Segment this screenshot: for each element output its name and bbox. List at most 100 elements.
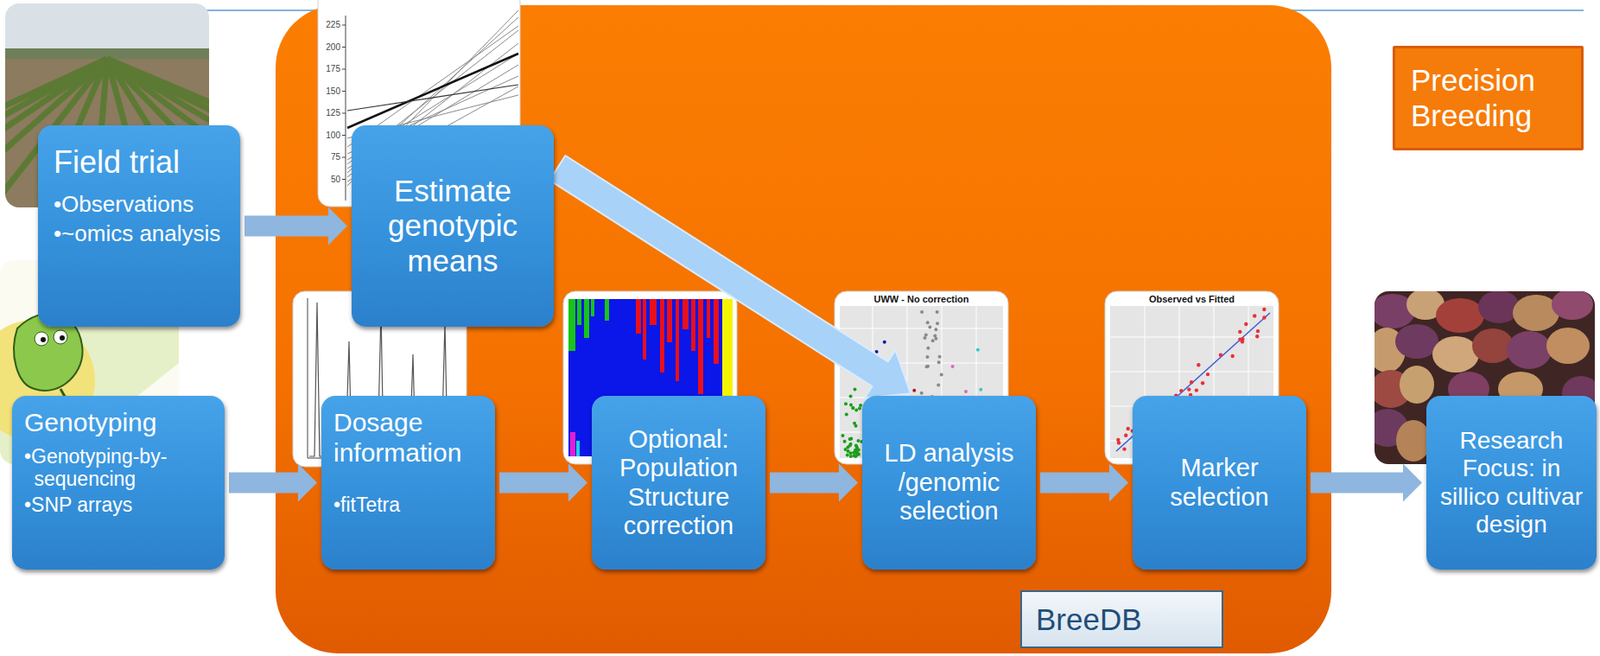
plot-title: UWW - No correction <box>834 292 1009 305</box>
cartoon <box>59 335 65 341</box>
scatter-point <box>849 437 853 441</box>
box-label: Estimate genotypic means <box>361 173 544 279</box>
scatter-point <box>1244 322 1248 326</box>
manhattan-plot <box>839 328 1004 330</box>
axis-tick-label: 225 <box>316 19 341 32</box>
scatter-point <box>844 401 848 406</box>
scatter-point <box>924 333 928 337</box>
growth-chart <box>342 46 346 48</box>
process-box: Optional: Population Structure correctio… <box>591 395 766 570</box>
structure-plot <box>649 298 657 325</box>
scatter-point <box>1123 433 1128 438</box>
scatter-point <box>936 382 940 387</box>
structure-plot <box>642 298 647 360</box>
scatter-point <box>1262 307 1266 312</box>
scatter-point <box>849 403 853 407</box>
scatter-point <box>1240 336 1245 341</box>
growth-chart <box>342 90 346 92</box>
structure-plot <box>584 298 590 338</box>
potato-photo <box>1435 298 1485 333</box>
scatter-point <box>933 334 937 338</box>
scatter-point <box>935 310 940 314</box>
scatter-point <box>920 391 924 395</box>
structure-plot <box>590 298 595 317</box>
growth-chart <box>342 178 346 180</box>
scatter-point <box>1122 446 1126 451</box>
output-box: Research Focus: in sillico cultivar desi… <box>1426 395 1597 570</box>
platform-label: BreeDB <box>1020 590 1224 648</box>
scatter-point <box>853 387 858 392</box>
box-label: LD analysis /genomic selection <box>872 438 1026 526</box>
scatter-point <box>925 364 929 369</box>
scatter-point <box>845 453 850 458</box>
scatter-point <box>935 321 940 325</box>
growth-chart <box>342 25 346 26</box>
cartoon <box>53 330 68 344</box>
growth-chart <box>347 84 519 111</box>
bullet-text: •Observations <box>53 191 229 218</box>
scatter-point <box>920 310 924 314</box>
growth-chart <box>342 157 346 159</box>
structure-plot <box>713 298 719 364</box>
structure-plot <box>570 431 576 457</box>
scatter-point <box>843 439 847 444</box>
structure-plot <box>691 298 696 351</box>
scatter-point <box>1238 330 1242 334</box>
scatter-point <box>951 364 955 369</box>
axis-tick-label: 175 <box>316 63 341 76</box>
scatter-point <box>912 388 916 393</box>
potato-photo <box>1396 419 1431 462</box>
potato-photo <box>1478 291 1520 324</box>
scatter-point <box>854 408 858 413</box>
dosage-histogram <box>307 298 309 458</box>
scatter-point <box>854 453 858 458</box>
scatter-point <box>926 355 930 359</box>
box-label: Research Focus: in sillico cultivar desi… <box>1436 426 1587 539</box>
scatter-point <box>1256 329 1260 333</box>
scatter-point <box>926 346 930 350</box>
input-box: Genotyping•Genotyping-by-sequencing•SNP … <box>12 395 225 570</box>
scatter-point <box>933 327 938 331</box>
scatter-point <box>1187 387 1191 391</box>
scatter-point <box>849 450 853 455</box>
growth-chart <box>347 53 519 128</box>
scatter-point <box>964 389 968 394</box>
scatter-point <box>1194 387 1199 392</box>
structure-plot <box>698 298 704 394</box>
box-label: Genotyping <box>24 407 215 439</box>
box-label: Precision Breeding <box>1410 63 1571 134</box>
scatter-point <box>1219 353 1223 357</box>
scatter-point <box>841 433 845 438</box>
input-box: Field trial•Observations•~omics analysis <box>38 125 241 327</box>
potato-photo <box>1551 291 1594 320</box>
scatter-point <box>1117 440 1121 445</box>
scatter-point <box>848 444 852 448</box>
scatter-point <box>938 355 942 359</box>
field-photo <box>5 48 210 61</box>
scatter-point <box>857 406 862 410</box>
scatter-point <box>1231 354 1235 358</box>
structure-plot <box>576 440 580 457</box>
potato-photo <box>1546 327 1590 364</box>
structure-plot <box>577 298 582 325</box>
heading-box: Precision Breeding <box>1392 45 1584 151</box>
scatter-point <box>926 320 930 324</box>
bullet-text: •Genotyping-by-sequencing <box>24 444 215 491</box>
scatter-point <box>850 406 855 410</box>
cartoon <box>40 336 46 343</box>
structure-plot <box>682 298 689 330</box>
axis-tick-label: 125 <box>316 107 341 120</box>
scatter-point <box>1126 426 1131 431</box>
scatter-point <box>849 454 853 458</box>
box-label: Optional: Population Structure correctio… <box>602 425 756 540</box>
potato-photo <box>1399 365 1435 404</box>
structure-plot <box>675 298 680 381</box>
box-label: Marker selection <box>1142 453 1296 512</box>
observed-fitted-plot <box>1110 371 1274 373</box>
scatter-point <box>937 360 941 364</box>
process-box: LD analysis /genomic selection <box>862 395 1036 570</box>
process-box: Estimate genotypic means <box>351 125 554 327</box>
scatter-point <box>1255 334 1259 338</box>
scatter-point <box>939 373 944 377</box>
